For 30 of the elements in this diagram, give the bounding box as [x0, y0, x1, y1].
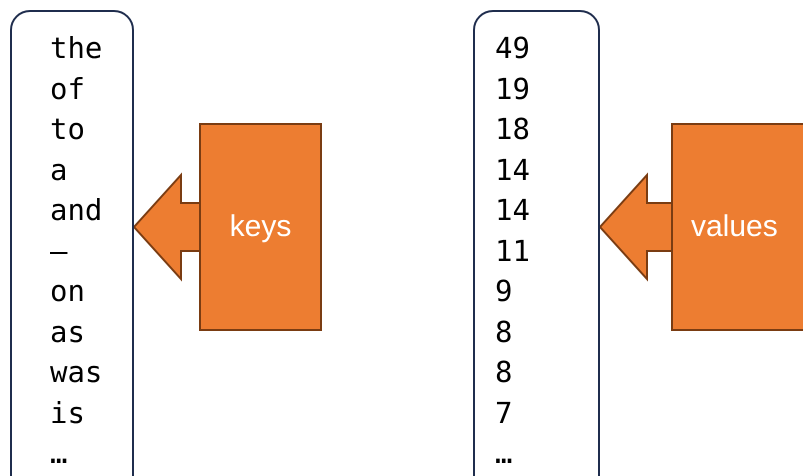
list-item: is — [49, 394, 86, 432]
block-arrow — [132, 172, 200, 282]
list-item: was — [49, 354, 104, 391]
list-item: 8 — [494, 314, 514, 350]
list-item: 9 — [494, 273, 514, 310]
block-arrow — [598, 172, 672, 282]
list-item: 14 — [494, 152, 531, 188]
list-item: … — [494, 435, 514, 472]
list-item: 19 — [494, 70, 531, 108]
list-item: 49 — [494, 30, 531, 67]
list-item: 8 — [494, 354, 514, 391]
list-item: 14 — [494, 192, 531, 229]
list-item: of — [49, 70, 86, 108]
list-item: and — [49, 192, 104, 229]
callout-label: values — [691, 210, 778, 244]
list-item: 18 — [494, 111, 531, 148]
list-item: 7 — [494, 394, 514, 432]
list-item: … — [49, 435, 68, 472]
list-item: 11 — [494, 232, 531, 270]
list-box — [10, 10, 134, 476]
callout-box — [671, 123, 803, 331]
list-item: the — [49, 30, 104, 67]
list-item: on — [49, 273, 86, 310]
callout-label: keys — [230, 210, 292, 244]
list-item: a — [49, 152, 68, 188]
callout-box — [199, 123, 322, 331]
list-item: as — [49, 314, 86, 350]
list-item: – — [49, 232, 68, 270]
list-box — [473, 10, 600, 476]
list-item: to — [49, 111, 86, 148]
